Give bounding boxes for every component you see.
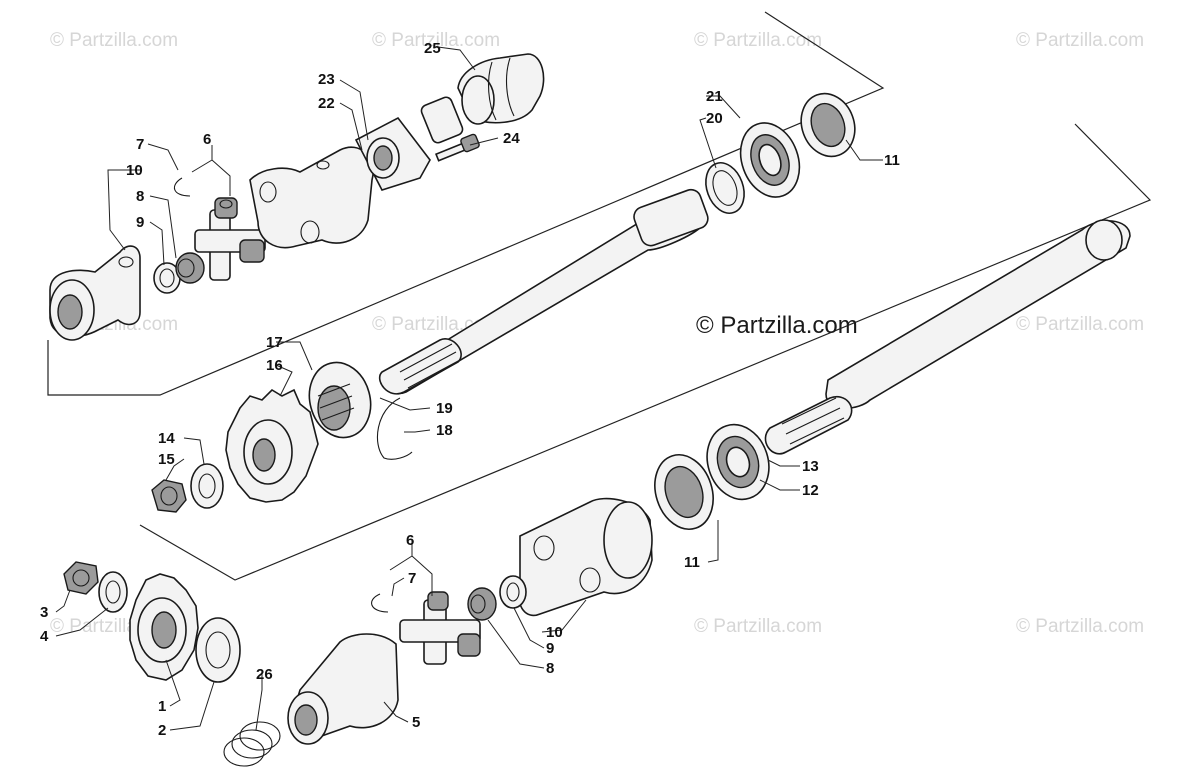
flange-23: [354, 116, 431, 191]
callout-22: 22: [318, 95, 335, 112]
callout-14: 14: [158, 430, 175, 447]
callout-21: 21: [706, 88, 723, 105]
callout-13: 13: [802, 458, 819, 475]
bearing-cap-8-lower: [467, 587, 497, 621]
universal-joint-6-upper: [194, 197, 266, 281]
callout-3: 3: [40, 604, 48, 621]
callout-10-upper: 10: [126, 162, 143, 179]
shim-2: [195, 617, 241, 683]
drive-shaft-13: [764, 219, 1131, 455]
seal-11-upper: [800, 92, 856, 158]
spring-26: [223, 721, 281, 767]
callout-6-lower: 6: [406, 532, 414, 549]
callout-17: 17: [266, 334, 283, 351]
upper-assembly-frame: [47, 11, 885, 396]
callout-12: 12: [802, 482, 819, 499]
seal-11-lower: [654, 454, 714, 530]
circlip-18: [376, 397, 413, 460]
leader-lines: [55, 46, 883, 731]
rear-yoke-10: [518, 497, 653, 617]
callout-16: 16: [266, 357, 283, 374]
flange-yoke-22: [249, 146, 374, 249]
lower-assembly-frame: [139, 123, 1152, 581]
callout-8-lower: 8: [546, 660, 554, 677]
callout-20: 20: [706, 110, 723, 127]
callout-10-lower: 10: [546, 624, 563, 641]
snap-ring-7-upper: [173, 177, 191, 197]
partzilla-watermark: © Partzilla.com: [696, 312, 858, 339]
snap-ring-7-lower: [371, 593, 389, 613]
yoke-5: [287, 633, 399, 745]
callout-18: 18: [436, 422, 453, 439]
bolt-24: [434, 133, 480, 162]
watermark: © Partzilla.com: [1016, 30, 1144, 51]
watermark: © Partzilla.com: [1016, 314, 1144, 335]
callout-1: 1: [158, 698, 166, 715]
watermark: © Partzilla.com: [1016, 616, 1144, 637]
nut-3: [63, 561, 99, 595]
snap-ring-9-lower: [499, 575, 527, 609]
callout-9-lower: 9: [546, 640, 554, 657]
bearing-cap-8: [175, 252, 205, 284]
front-yoke: [49, 245, 141, 341]
callout-23: 23: [318, 71, 335, 88]
washer-4: [98, 571, 128, 613]
watermark: © Partzilla.com: [694, 30, 822, 51]
callout-11-upper: 11: [884, 152, 900, 169]
bearing-12: [706, 423, 770, 501]
pinion-gear-1: [129, 573, 199, 681]
callout-7-lower: 7: [408, 570, 416, 587]
boot-25: [457, 53, 545, 125]
watermark: © Partzilla.com: [694, 616, 822, 637]
universal-joint-6-lower: [399, 591, 481, 665]
callout-4: 4: [40, 628, 49, 645]
boot-shaft-section: [420, 96, 464, 144]
washer-14: [190, 463, 224, 509]
watermark: © Partzilla.com: [372, 30, 500, 51]
callout-6-upper: 6: [203, 131, 211, 148]
callout-15: 15: [158, 451, 175, 468]
callout-2: 2: [158, 722, 166, 739]
callout-7-upper: 7: [136, 136, 144, 153]
drive-shaft-19: [379, 188, 709, 395]
snap-ring-20: [705, 162, 745, 214]
bearing-21: [739, 122, 801, 198]
callout-26: 26: [256, 666, 273, 683]
callout-5: 5: [412, 714, 420, 731]
callout-19: 19: [436, 400, 453, 417]
callout-11-lower: 11: [684, 554, 700, 571]
callout-9-upper: 9: [136, 214, 144, 231]
ring-gear-16: [225, 388, 319, 503]
watermark: © Partzilla.com: [50, 30, 178, 51]
bearing-17: [308, 361, 372, 439]
callout-24: 24: [503, 130, 520, 147]
callout-labels: 25 23 22 24 7 6 10 8 9 21 20 11 17 16 19…: [40, 40, 900, 739]
callout-8-upper: 8: [136, 188, 144, 205]
callout-25: 25: [424, 40, 441, 57]
nut-15: [151, 479, 187, 513]
